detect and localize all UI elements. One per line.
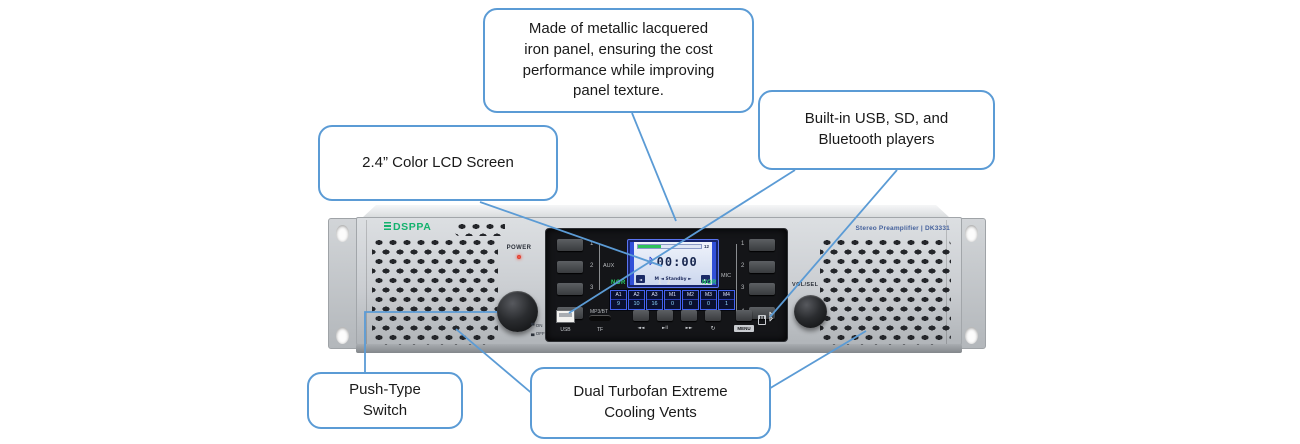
bluetooth-icon: ᛒ xyxy=(768,312,774,323)
power-knob xyxy=(497,291,538,332)
status-right: NOR xyxy=(702,280,717,286)
status-left: NOR xyxy=(611,280,626,286)
cooling-vent-left-upper xyxy=(455,221,505,236)
chassis-base xyxy=(356,344,962,353)
prev-icon: ◄◄ xyxy=(637,326,645,331)
volume-knob xyxy=(794,295,827,328)
aux-bracket xyxy=(599,244,600,290)
callout-lcd: 2.4” Color LCD Screen xyxy=(318,125,558,201)
mic-button-1 xyxy=(749,239,775,251)
status-center: 1 2 xyxy=(658,280,673,286)
callout-material: Made of metallic lacquered iron panel, e… xyxy=(483,8,754,113)
aux-group-label: AUX xyxy=(603,263,615,269)
lcd-prev-chip-icon: ◄ xyxy=(636,275,645,283)
model-text: Stereo Preamplifier | DK3331 xyxy=(855,225,950,232)
menu-button xyxy=(736,310,752,321)
knob-out-icon: ▄ xyxy=(531,332,535,338)
source-2-label: 2 xyxy=(590,263,594,269)
cooling-vent-right xyxy=(820,237,951,345)
mic-2-label: 2 xyxy=(741,263,745,269)
source-button-2 xyxy=(557,261,583,273)
callout-push-switch: Push-Type Switch xyxy=(307,372,463,429)
callout-cooling: Dual Turbofan Extreme Cooling Vents xyxy=(530,367,771,439)
logo-stripes-icon xyxy=(384,222,391,231)
bluetooth-icon: ᛒ xyxy=(648,257,654,267)
play-pause-icon: ►II xyxy=(661,326,669,331)
mic-button-3 xyxy=(749,283,775,295)
brand-text: DSPPA xyxy=(393,220,432,233)
next-button xyxy=(681,310,697,321)
lcd-time: 00:00 xyxy=(656,255,698,269)
brand-logo: DSPPA xyxy=(384,220,431,233)
source-button-1 xyxy=(557,239,583,251)
next-icon: ►► xyxy=(685,326,693,331)
chassis-seam xyxy=(366,220,367,344)
line-material xyxy=(631,112,677,222)
source-1-label: 1 xyxy=(590,241,594,247)
rack-ear-left xyxy=(328,218,359,349)
callout-players: Built-in USB, SD, and Bluetooth players xyxy=(758,90,995,170)
mic-button-2 xyxy=(749,261,775,273)
source-3-label: 3 xyxy=(590,285,594,291)
power-on-label: ▀ ON xyxy=(531,323,543,329)
menu-label: MENU xyxy=(734,325,754,332)
mounting-hole xyxy=(336,327,349,344)
source-button-3 xyxy=(557,283,583,295)
mic-1-label: 1 xyxy=(741,241,745,247)
knob-in-icon: ▀ xyxy=(531,324,535,329)
power-label: POWER xyxy=(506,245,532,251)
mounting-hole xyxy=(965,225,978,242)
mic-3-label: 3 xyxy=(741,285,745,291)
tf-label: TF xyxy=(596,327,604,333)
volume-label: VOL/SEL xyxy=(792,282,819,288)
cooling-vent-left xyxy=(372,237,498,345)
mounting-hole xyxy=(336,225,349,242)
sd-card-icon xyxy=(758,315,766,325)
lcd-progress-bar xyxy=(637,244,702,249)
loop-button xyxy=(705,310,721,321)
loop-icon: ↻ xyxy=(710,325,716,332)
mic-group-label: MIC xyxy=(721,273,732,279)
usb-label: USB xyxy=(560,327,571,333)
mounting-hole xyxy=(965,327,978,344)
power-off-label: ▄ OFF xyxy=(531,331,545,338)
lcd-progress-row: 12 xyxy=(634,242,712,249)
play-pause-button xyxy=(657,310,673,321)
mic-bracket xyxy=(736,244,737,312)
lcd-track-number: 12 xyxy=(703,244,709,249)
usb-port xyxy=(556,310,575,323)
tf-card-slot xyxy=(589,315,611,321)
prev-button xyxy=(633,310,649,321)
power-led xyxy=(517,255,521,259)
